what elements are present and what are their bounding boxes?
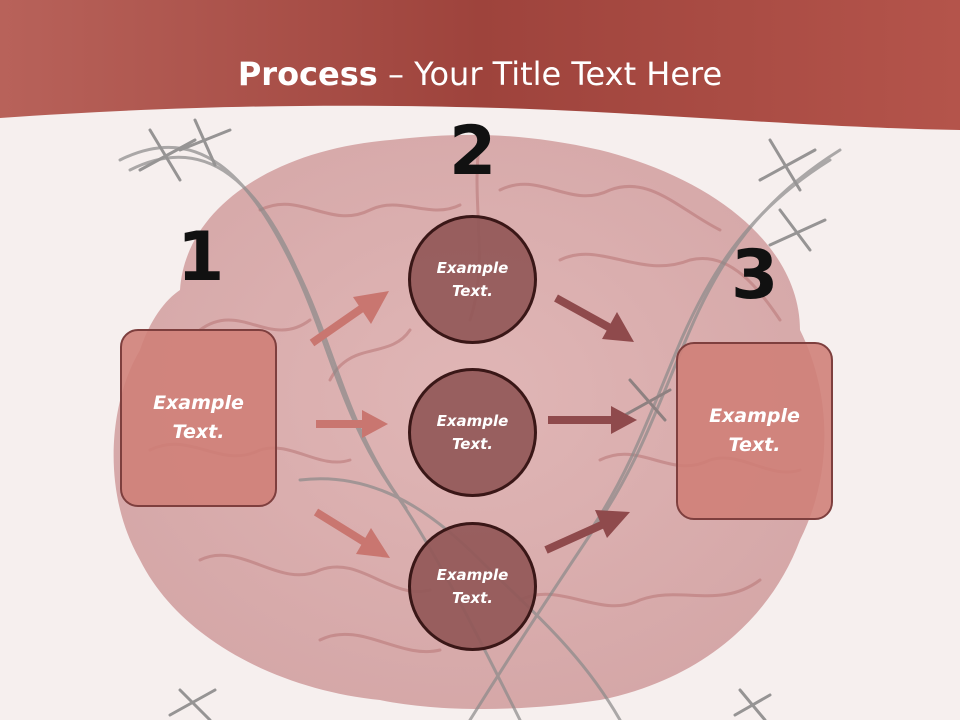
step-2-circle-top[interactable]: Example Text. <box>408 215 537 344</box>
circle-top-label: Example Text. <box>436 258 509 300</box>
step-2-circle-bottom[interactable]: Example Text. <box>408 522 537 651</box>
circle-bottom-label: Example Text. <box>436 565 509 607</box>
arrow-circle1-to-box3 <box>554 294 634 342</box>
step-number-2: 2 <box>449 112 497 191</box>
step-3-label: Example Text. <box>709 405 800 456</box>
step-1-label: Example Text. <box>153 392 244 443</box>
header-band <box>0 0 960 130</box>
circle-middle-label: Example Text. <box>436 411 509 453</box>
title-rest: Your Title Text Here <box>414 55 723 93</box>
step-number-3: 3 <box>731 236 779 315</box>
arrow-circle2-to-box3 <box>548 406 637 434</box>
step-number-1: 1 <box>177 218 225 297</box>
slide-title: Process – Your Title Text Here <box>0 54 960 94</box>
arrow-box1-to-circle1 <box>309 291 389 347</box>
arrow-circle3-to-box3 <box>544 510 630 554</box>
flow-arrows <box>309 291 637 558</box>
arrow-box1-to-circle2 <box>316 410 388 438</box>
title-dash: – <box>377 55 415 93</box>
step-1-box[interactable]: Example Text. <box>120 329 277 507</box>
step-3-box[interactable]: Example Text. <box>676 342 833 520</box>
arrow-box1-to-circle3 <box>313 508 390 558</box>
title-bold: Process <box>237 55 378 93</box>
step-2-circle-middle[interactable]: Example Text. <box>408 368 537 497</box>
